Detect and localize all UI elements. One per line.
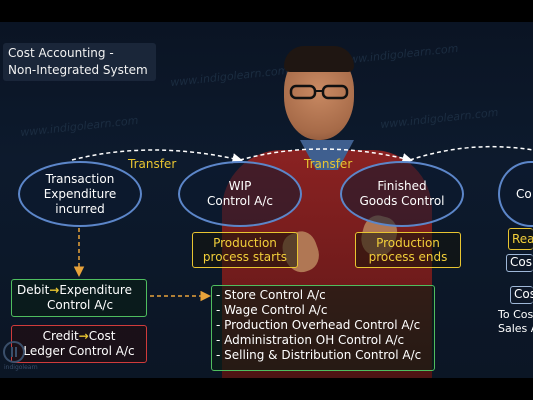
production-ends-box: Production process ends <box>355 232 461 268</box>
credit-line2: Ledger Control A/c <box>23 344 135 358</box>
oval-wip-line2: Control A/c <box>206 194 274 208</box>
oval-wip: WIP Control A/c <box>178 161 302 227</box>
logo-text: indigolearn <box>4 364 38 371</box>
slide-title-line2: Non-Integrated System <box>8 63 148 77</box>
partial-box-2-text: Cos <box>514 287 533 301</box>
ledger-item: - Wage Control A/c <box>216 303 328 317</box>
glasses-icon <box>289 84 349 100</box>
debit-expenditure-box: Debit→Expenditure Control A/c <box>11 279 147 317</box>
ledger-item: - Selling & Distribution Control A/c <box>216 348 422 362</box>
partial-box-1: Cos <box>506 254 533 272</box>
production-ends-line2: process ends <box>368 250 448 264</box>
oval-finished-goods: Finished Goods Control <box>340 161 464 227</box>
production-starts-line1: Production <box>213 236 277 250</box>
indigolearn-logo-icon <box>3 341 25 363</box>
partial-yellow-box: Rea <box>508 228 533 250</box>
partial-text-2: Sales A <box>498 322 533 335</box>
ledger-item: - Production Overhead Control A/c <box>216 318 421 332</box>
letterbox-bottom <box>0 378 533 400</box>
oval-transaction-line2: Expenditure <box>43 186 117 201</box>
ledger-item: - Administration OH Control A/c <box>216 333 405 347</box>
credit-prefix: Credit <box>42 329 79 343</box>
slide-title-line1: Cost Accounting - <box>8 46 114 60</box>
partial-text-block: To Cos Sales A <box>498 308 533 336</box>
transfer-label-1: Transfer <box>128 157 177 171</box>
production-starts-line2: process starts <box>202 250 288 264</box>
credit-suffix: Cost <box>88 329 116 343</box>
debit-suffix: Expenditure <box>59 283 132 297</box>
oval-cost-partial-text: Co <box>516 186 532 201</box>
partial-box-2: Cos <box>510 286 533 304</box>
letterbox-top <box>0 0 533 22</box>
partial-box-1-text: Cos <box>510 255 532 269</box>
partial-text-1: To Cos <box>498 308 533 321</box>
oval-wip-line1: WIP <box>228 179 252 193</box>
partial-yellow-text: Rea <box>512 232 533 246</box>
transfer-arc-1 <box>71 149 243 164</box>
debit-arrow-icon: → <box>49 283 60 297</box>
credit-arrow-icon: → <box>78 329 89 343</box>
production-ends-line1: Production <box>376 236 440 250</box>
credit-cost-ledger-box: Credit→Cost Ledger Control A/c <box>11 325 147 363</box>
debit-prefix: Debit <box>17 283 50 297</box>
debit-line2: Control A/c <box>47 298 114 312</box>
oval-transaction: Transaction Expenditure incurred <box>18 161 142 227</box>
presenter-hair <box>284 46 354 72</box>
transfer-arc-2 <box>239 148 413 164</box>
ledger-accounts-list: - Store Control A/c - Wage Control A/c -… <box>211 285 435 371</box>
oval-finished-line2: Goods Control <box>359 194 445 208</box>
slide-title: Cost Accounting - Non-Integrated System <box>3 43 156 81</box>
oval-transaction-line1: Transaction <box>45 171 115 186</box>
transfer-arc-3 <box>409 145 533 161</box>
ledger-item: - Store Control A/c <box>216 288 326 302</box>
transfer-label-2: Transfer <box>304 157 353 171</box>
oval-finished-line1: Finished <box>377 179 427 193</box>
production-starts-box: Production process starts <box>192 232 298 268</box>
oval-transaction-line3: incurred <box>55 201 105 216</box>
